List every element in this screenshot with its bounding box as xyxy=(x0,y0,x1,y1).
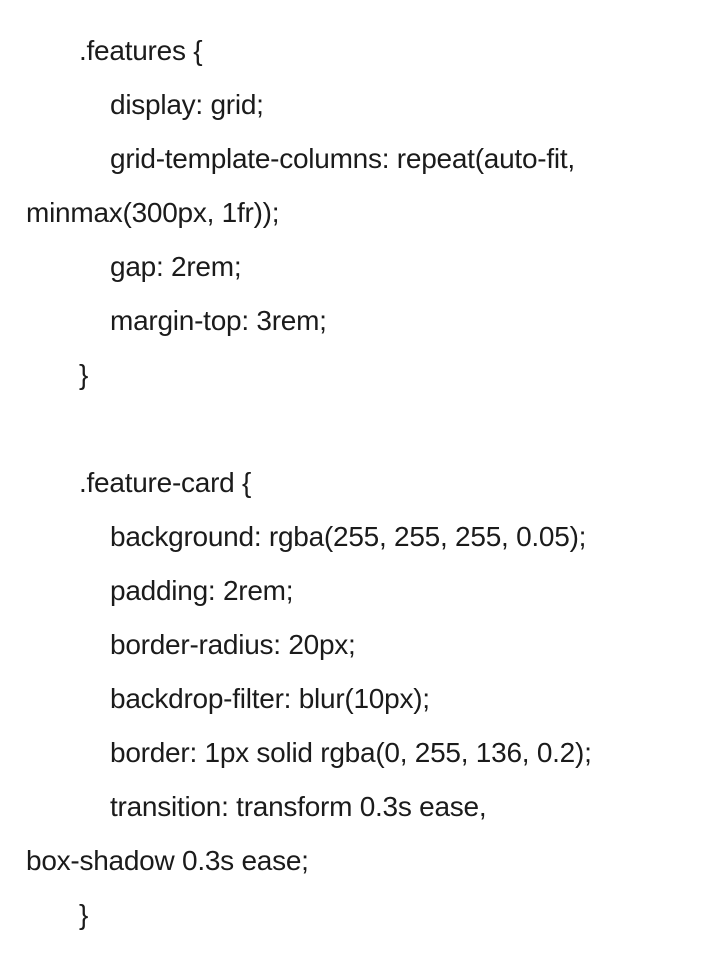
code-line: border: 1px solid rgba(0, 255, 136, 0.2)… xyxy=(110,737,592,768)
code-line: border-radius: 20px; xyxy=(110,629,356,660)
code-line: } xyxy=(79,359,89,390)
code-line-wrap: minmax(300px, 1fr)); xyxy=(26,197,280,228)
code-line: display: grid; xyxy=(110,89,264,120)
code-line: padding: 2rem; xyxy=(110,575,294,606)
code-line: margin-top: 3rem; xyxy=(110,305,327,336)
code-line: background: rgba(255, 255, 255, 0.05); xyxy=(110,521,587,552)
code-line: transition: transform 0.3s ease, xyxy=(110,791,487,822)
blank-line xyxy=(0,402,708,456)
code-line: gap: 2rem; xyxy=(110,251,242,282)
code-line: .features { xyxy=(79,35,203,66)
code-line: backdrop-filter: blur(10px); xyxy=(110,683,430,714)
code-line: .feature-card { xyxy=(79,467,252,498)
code-line-wrap: box-shadow 0.3s ease; xyxy=(26,845,309,876)
code-line: } xyxy=(79,899,89,930)
code-line: grid-template-columns: repeat(auto-fit, xyxy=(110,143,575,174)
